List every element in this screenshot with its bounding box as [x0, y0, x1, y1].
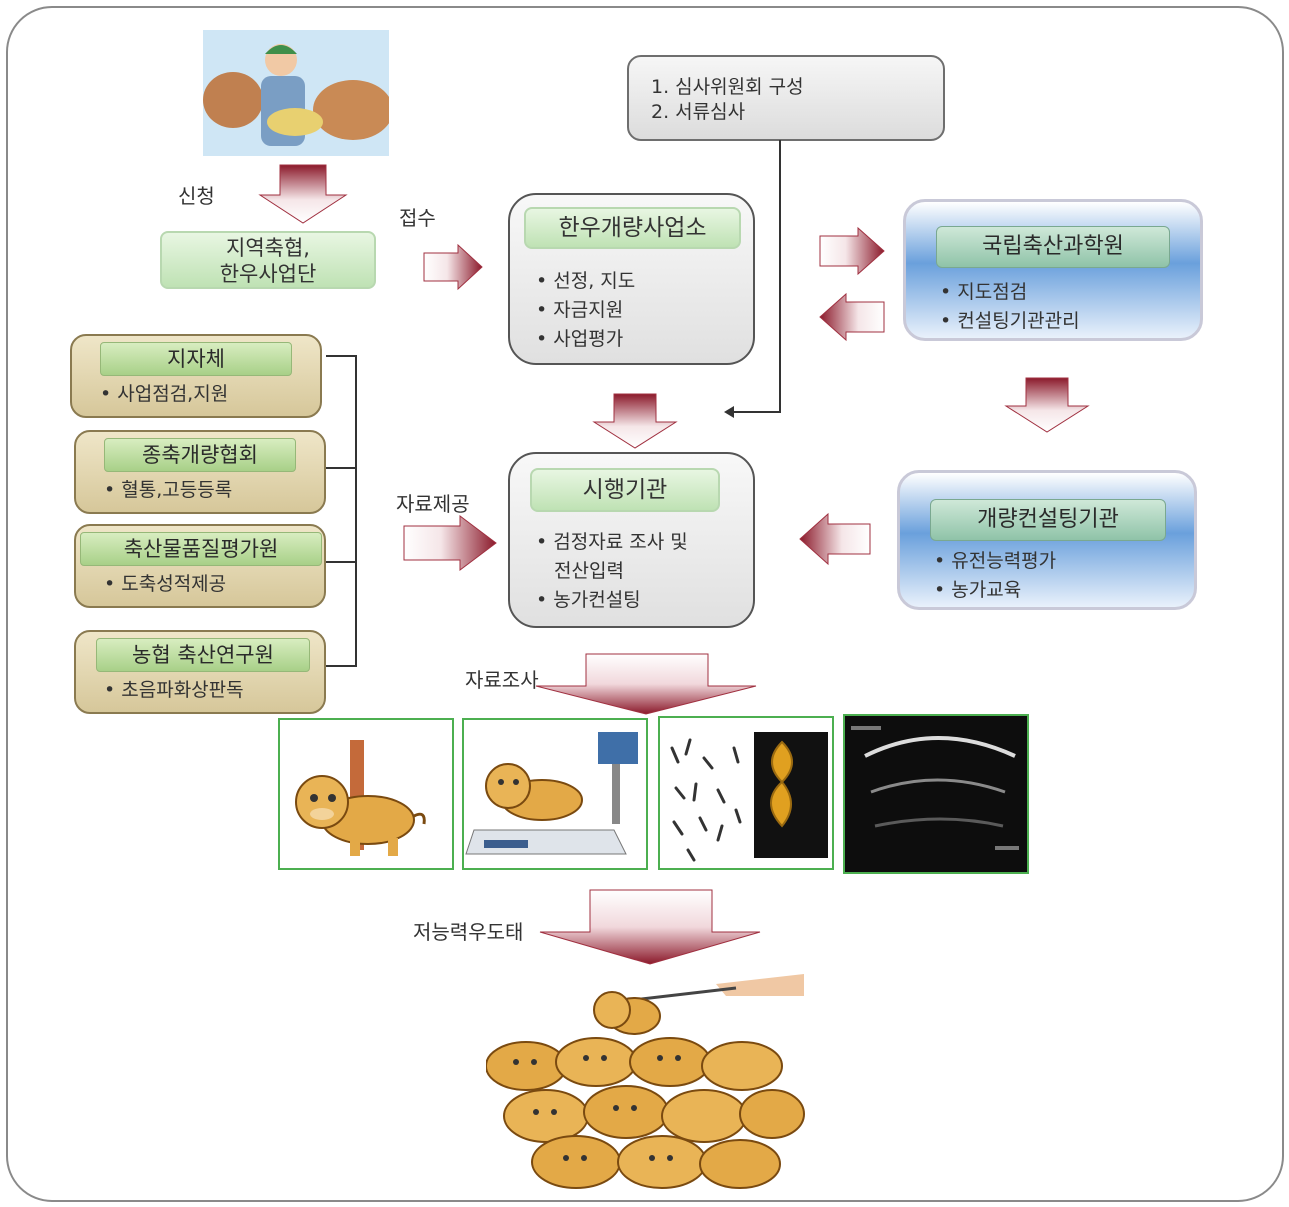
supporter-title: 지자체 — [100, 342, 292, 376]
provide-data-label: 자료제공 — [396, 492, 470, 516]
supporter-list: 초음파화상판독 — [104, 676, 243, 705]
supporter-title: 농협 축산연구원 — [96, 638, 310, 672]
review-connector-line — [724, 140, 781, 418]
local-coop-line-1: 지역축협, — [226, 236, 310, 260]
right-arrow-to-national — [819, 226, 885, 276]
national-institute-title: 국립축산과학원 — [936, 226, 1170, 268]
supporter-box-quality-institute: 축산물품질평가원 도축성적제공 — [74, 524, 326, 608]
consulting-agency-list: 유전능력평가 농가교육 — [934, 547, 1056, 605]
consulting-agency-title: 개량컨설팅기관 — [930, 499, 1166, 541]
chromosome-image — [658, 716, 834, 870]
supporter-box-breeding-association: 종축개량협회 혈통,고등등록 — [74, 430, 326, 514]
left-arrow-from-consulting — [799, 512, 871, 566]
down-arrow-apply — [258, 164, 348, 224]
national-institute-item: 지도점검 — [940, 278, 1080, 307]
down-arrow-to-consulting — [1004, 377, 1090, 433]
cow-measuring-illustration — [278, 718, 454, 870]
consulting-agency-box: 개량컨설팅기관 유전능력평가 농가교육 — [897, 470, 1197, 610]
improvement-office-item: 자금지원 — [536, 296, 635, 325]
supporter-item: 사업점검,지원 — [100, 380, 228, 409]
implementing-agency-item: 검정자료 조사 및 — [536, 528, 687, 557]
improvement-office-item: 사업평가 — [536, 325, 635, 354]
left-arrow-from-national — [819, 292, 885, 342]
review-line-1: 1. 심사위원회 구성 — [651, 76, 804, 98]
improvement-office-box: 한우개량사업소 선정, 지도 자금지원 사업평가 — [508, 193, 755, 365]
supporter-title: 축산물품질평가원 — [80, 532, 322, 566]
implementing-agency-list: 검정자료 조사 및 전산입력 농가컨설팅 — [536, 528, 688, 615]
receive-label: 접수 — [399, 206, 436, 230]
consulting-agency-item: 농가교육 — [934, 576, 1056, 605]
survey-label: 자료조사 — [465, 668, 539, 692]
implementing-agency-item: 농가컨설팅 — [536, 586, 688, 615]
review-line-2: 2. 서류심사 — [651, 101, 746, 123]
supporter-list: 도축성적제공 — [104, 570, 226, 599]
right-arrow-receive — [423, 243, 483, 291]
improvement-office-title: 한우개량사업소 — [524, 207, 741, 249]
supporter-item: 혈통,고등등록 — [104, 476, 232, 505]
consulting-agency-item: 유전능력평가 — [934, 547, 1056, 576]
implementing-agency-item-continued: 전산입력 — [554, 560, 624, 582]
cow-on-scale-illustration — [462, 718, 648, 870]
national-institute-item: 컨설팅기관관리 — [940, 307, 1079, 336]
apply-label: 신청 — [178, 184, 215, 208]
down-arrow-to-agency — [592, 393, 678, 449]
ultrasound-image — [843, 714, 1029, 874]
cull-label: 저능력우도태 — [413, 920, 524, 944]
supporter-title: 종축개량협회 — [104, 438, 296, 472]
farmer-with-cattle-illustration — [203, 30, 393, 156]
review-box: 1. 심사위원회 구성 2. 서류심사 — [627, 55, 945, 141]
local-coop-box: 지역축협, 한우사업단 — [160, 231, 376, 289]
supporter-list: 혈통,고등등록 — [104, 476, 232, 505]
right-arrow-provide-data — [403, 515, 497, 571]
local-coop-line-2: 한우사업단 — [219, 262, 317, 286]
supporter-box-local-government: 지자체 사업점검,지원 — [70, 334, 322, 418]
down-arrow-cull — [539, 889, 761, 965]
supporter-box-nh-research: 농협 축산연구원 초음파화상판독 — [74, 630, 326, 714]
supporter-item: 도축성적제공 — [104, 570, 226, 599]
supporter-list: 사업점검,지원 — [100, 380, 228, 409]
improvement-office-item: 선정, 지도 — [536, 267, 635, 296]
improvement-office-list: 선정, 지도 자금지원 사업평가 — [536, 267, 635, 354]
supporter-item: 초음파화상판독 — [104, 676, 243, 705]
national-institute-list: 지도점검 컨설팅기관관리 — [940, 278, 1080, 336]
implementing-agency-title: 시행기관 — [530, 468, 720, 512]
national-institute-box: 국립축산과학원 지도점검 컨설팅기관관리 — [903, 199, 1203, 341]
down-arrow-survey — [535, 653, 757, 715]
supporters-bracket — [326, 355, 357, 667]
cow-herd-illustration — [485, 966, 806, 1192]
implementing-agency-box: 시행기관 검정자료 조사 및 전산입력 농가컨설팅 — [508, 452, 755, 628]
